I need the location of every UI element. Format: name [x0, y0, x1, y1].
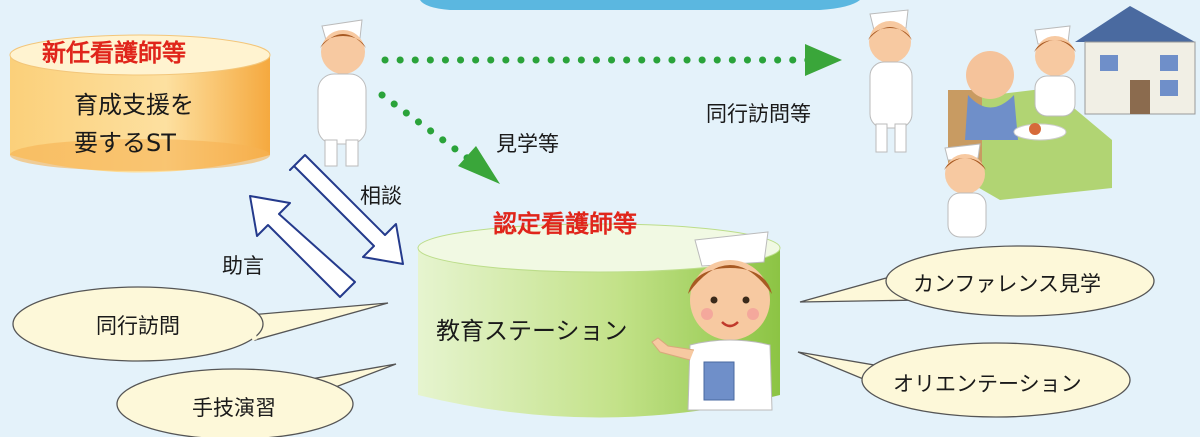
bubble-orientation-text: オリエンテーション: [893, 372, 1082, 396]
bubble-skills: [116, 363, 397, 437]
observe-label: 見学等: [496, 132, 559, 156]
station-label: 教育ステーション: [436, 317, 628, 345]
dotted-arrow-visit-head: [805, 44, 842, 76]
new-nurse-heading: 新任看護師等: [42, 39, 186, 67]
home-visit-icon: [944, 25, 1112, 238]
nurse-visiting-icon: [868, 9, 913, 153]
certified-heading: 認定看護師等: [493, 210, 637, 238]
nurse-standing-icon: [317, 19, 367, 167]
consult-arrow: [289, 154, 404, 265]
new-nurse-cylinder: [9, 34, 271, 173]
bubble-conference: [799, 245, 1155, 317]
dotted-arrow-observe: [378, 91, 474, 164]
bubble-skills-text: 手技演習: [192, 396, 276, 420]
top-banner: [420, 0, 860, 10]
bubble-conference-text: カンファレンス見学: [913, 272, 1101, 296]
nurse-pointing-icon: [651, 231, 773, 411]
new-nurse-line2: 要するST: [74, 129, 176, 157]
dotted-arrow-observe-head: [458, 146, 500, 184]
advice-label: 助言: [222, 254, 264, 278]
new-nurse-line1: 育成支援を: [74, 91, 194, 119]
consult-label: 相談: [360, 184, 402, 208]
visit-label: 同行訪問等: [706, 102, 811, 126]
advice-arrow: [249, 195, 356, 298]
patient-icon: [966, 51, 1014, 99]
house-icon: [1075, 6, 1196, 115]
bubble-orientation: [797, 342, 1131, 418]
bubble-accompany-text: 同行訪問: [96, 314, 180, 338]
bubble-accompany: [12, 286, 389, 362]
